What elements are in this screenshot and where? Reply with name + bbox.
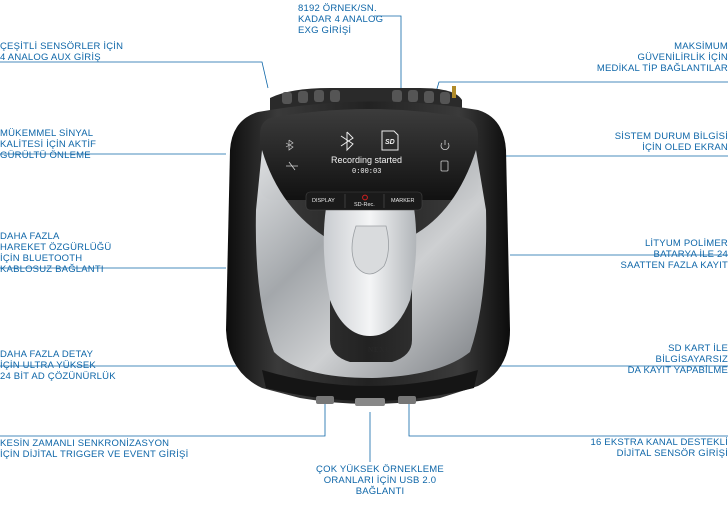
display-panel — [260, 109, 478, 200]
usb-icon — [286, 161, 298, 171]
power-icon — [440, 140, 450, 151]
callout-right-3: LİTYUM POLİMER BATARYA İLE 24 SAATTEN FA… — [620, 238, 728, 271]
callout-left-4: DAHA FAZLA DETAY İÇİN ULTRA YÜKSEK 24 Bİ… — [0, 349, 116, 382]
center-grip — [351, 225, 389, 275]
callout-left-2: MÜKEMMEL SİNYAL KALİTESİ İÇİN AKTİF GÜRÜ… — [0, 128, 97, 161]
usb-port — [355, 398, 385, 406]
oled-status-text: Recording started — [331, 155, 403, 165]
display-button[interactable]: DISPLAY — [312, 198, 335, 204]
leader-left-5 — [0, 402, 326, 437]
leader-top-center — [374, 15, 402, 92]
callout-left-5: KESİN ZAMANLI SENKRONİZASYON İÇİN DİJİTA… — [0, 438, 189, 460]
record-icon — [362, 194, 368, 201]
bottom-band — [262, 370, 478, 401]
oled-timer: 0:00:03 — [352, 168, 382, 176]
callout-right-1: MAKSİMUM GÜVENİLİRLİK İÇİN MEDİKAL TİP B… — [596, 41, 728, 74]
callout-right-2: SİSTEM DURUM BİLGİSİ İÇİN OLED EKRAN — [614, 131, 728, 153]
callout-right-4: SD KART İLE BİLGİSAYARSIZ DA KAYIT YAPAB… — [627, 343, 728, 376]
bottom-connector-left — [316, 396, 334, 404]
bottom-connector-right — [398, 396, 416, 404]
button-bar — [305, 191, 423, 211]
bluetooth-icon — [340, 131, 354, 152]
callout-bottom-center: ÇOK YÜKSEK ÖRNEKLEME ORANLARI İÇİN USB 2… — [316, 464, 444, 497]
leader-left-1 — [0, 61, 269, 89]
silver-panel — [255, 150, 487, 378]
sd-card-icon — [381, 130, 399, 151]
sd-icon-text: SD — [385, 139, 395, 146]
brand-logo: NEXUS — [368, 346, 396, 354]
antenna-post — [452, 86, 456, 98]
callout-right-5: 16 EKSTRA KANAL DESTEKLİ DİJİTAL SENSÖR … — [590, 437, 728, 459]
callout-left-1: ÇEŞİTLİ SENSÖRLER İÇİN 4 ANALOG AUX GİRİ… — [0, 41, 124, 63]
leader-right-5 — [408, 402, 728, 437]
leader-right-1 — [435, 81, 728, 93]
callout-top-center: 8192 ÖRNEK/SN. KADAR 4 ANALOG EXG GİRİŞİ — [298, 3, 384, 36]
marker-button[interactable]: MARKER — [391, 198, 415, 204]
battery-icon — [440, 160, 449, 172]
small-bluetooth-icon — [285, 139, 294, 151]
callout-left-3: DAHA FAZLA HAREKET ÖZGÜRLÜĞÜ İÇİN BLUETO… — [0, 231, 112, 275]
sd-rec-button[interactable]: SD-Rec. — [354, 202, 375, 208]
